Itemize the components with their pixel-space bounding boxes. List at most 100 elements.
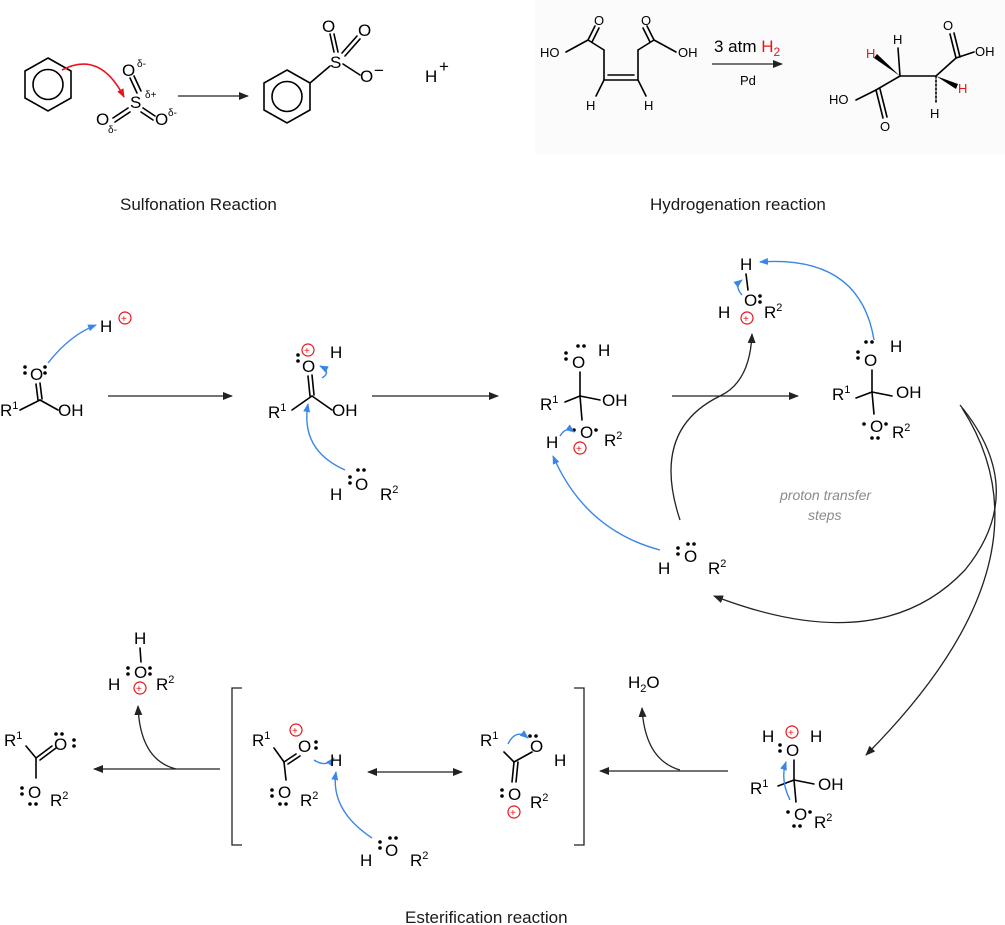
- blue-arrow-protonation: [47, 324, 97, 364]
- res2-plus: +: [510, 808, 516, 819]
- alcohol-r2-1: R2: [380, 484, 398, 504]
- resonance-form-1: + O R1 H O R2: [252, 723, 342, 810]
- res1-o-bottom: O: [278, 783, 291, 802]
- big-curve-arrow-1: [713, 404, 997, 624]
- succinic-h-bottom: H: [930, 106, 939, 121]
- benzene-ring-1: [24, 57, 72, 112]
- blue-arrow-bottom: [331, 771, 373, 839]
- alcohol-r2-3: R2: [410, 850, 428, 870]
- sulfur-atom: S: [130, 93, 141, 112]
- sulfonate-o-1: O: [322, 17, 335, 36]
- oxonium-bottom: H H O + R2: [108, 629, 174, 695]
- maleic-co-2: [646, 25, 655, 41]
- carboxylic-acid: O R1 OH H +: [0, 311, 132, 420]
- protonated-h: H: [330, 343, 342, 362]
- oxonium-bottom-r2: R2: [156, 674, 174, 694]
- aromatic-circle-1: [32, 68, 64, 101]
- succinic-bond-3: [935, 57, 957, 77]
- big-curve-arrow-2: [865, 407, 996, 756]
- tet2-o-bottom: O: [870, 417, 883, 436]
- resonance-form-2: R1 O H O + R2: [480, 730, 566, 819]
- delta-minus-right: δ-: [168, 108, 177, 119]
- water-loss-arc: [638, 707, 681, 771]
- sulfur-trioxide-o-left: O: [96, 110, 109, 129]
- res2-r2: R2: [530, 792, 548, 812]
- maleic-co-2b: [642, 27, 651, 43]
- oxonium-top: H H O + R2: [718, 255, 782, 325]
- sulfonate-o-minus: O: [360, 67, 373, 86]
- ester-o-alkoxy: O: [28, 783, 41, 802]
- oxonium-plus-1: +: [304, 346, 310, 357]
- proton-transfer-note-1: proton transfer: [779, 487, 872, 503]
- succinic-co-2b: [953, 32, 961, 58]
- tet1-r2: R2: [604, 430, 622, 450]
- succinic-bond-2: [875, 75, 901, 91]
- maleic-co-1: [587, 25, 596, 41]
- res1-plus: +: [292, 726, 298, 737]
- ester-product: R1 O O R2: [4, 730, 76, 810]
- water-label: H2O: [628, 673, 660, 695]
- tet3-plus: +: [788, 728, 794, 739]
- tet2-o-top: O: [864, 351, 877, 370]
- tet3-o-top: O: [786, 741, 799, 760]
- tet3-o-bottom: O: [794, 805, 807, 824]
- red-electron-arrow: [61, 63, 125, 98]
- oxonium-top-h: H: [740, 255, 752, 274]
- alcohol-o-2: O: [684, 547, 697, 566]
- blue-arrow-middle: [552, 455, 661, 551]
- tet2-r1: R1: [832, 384, 850, 404]
- succinic-wedge-1: [874, 54, 900, 76]
- delta-plus-s: δ+: [145, 90, 157, 101]
- so-bond-top: [129, 77, 138, 94]
- alcohol-bottom: H O R2: [360, 836, 428, 870]
- hydrogenation-pressure: 3 atm H2: [714, 37, 781, 59]
- tet2-oh: OH: [896, 383, 922, 402]
- oxonium-bottom-o: O: [134, 663, 147, 682]
- deprotonation-arc: [134, 705, 177, 770]
- alcohol-o-1: O: [355, 475, 368, 494]
- maleic-bond-3: [637, 39, 655, 51]
- tet3-oh: OH: [818, 775, 844, 794]
- succinic-h-red-2: H: [958, 81, 967, 96]
- sulfonation-scheme: O δ- S δ+ O δ- O δ- S O O O − H +: [24, 17, 449, 136]
- sulfonate-charge: −: [374, 61, 384, 80]
- acid-oh: OH: [58, 401, 84, 420]
- so-bond-right-2: [140, 111, 154, 121]
- succinic-oh: OH: [975, 44, 995, 59]
- esterification-caption: Esterification reaction: [405, 908, 568, 925]
- oxonium-top-h2: H: [718, 303, 730, 322]
- proton-plus: +: [439, 57, 449, 76]
- succinic-co: [875, 89, 884, 119]
- tet3-h-left: H: [762, 727, 774, 746]
- succinic-ch-top: [897, 47, 901, 77]
- so-bond-left: [112, 107, 129, 119]
- so-bond-left-2: [114, 111, 131, 123]
- so-bond-right: [142, 107, 156, 117]
- tet1-h-bottom: H: [546, 433, 558, 452]
- tet1-o-bottom: O: [580, 423, 593, 442]
- ester-o-carbonyl: O: [54, 735, 67, 754]
- res2-o-top: O: [530, 737, 543, 756]
- maleic-bond-1: [565, 39, 589, 53]
- maleic-ch-2: [637, 79, 647, 97]
- alcohol-middle: H O R2: [658, 542, 726, 578]
- acid-o-carbonyl: O: [30, 365, 43, 384]
- s-o-single: [342, 63, 361, 76]
- maleic-bond-2: [587, 39, 605, 51]
- maleic-ho: HO: [540, 45, 560, 60]
- delta-minus-left: δ-: [108, 125, 117, 136]
- ester-r2: R2: [50, 790, 68, 810]
- oxonium-top-plus: +: [743, 314, 749, 325]
- hydrogenation-scheme: HO O O OH H H 3 atm H2 Pd HO O H H: [540, 13, 995, 134]
- alcohol-o-3: O: [385, 841, 398, 860]
- protonated-r1: R1: [268, 402, 286, 422]
- succinic-ho: HO: [829, 92, 849, 107]
- oxonium-bottom-h-top: H: [134, 629, 146, 648]
- succinic-o-1: O: [880, 119, 890, 134]
- s-o-double-1: [329, 33, 335, 53]
- s-o-double-2: [341, 35, 358, 54]
- blue-arrow-top-right: [759, 257, 875, 341]
- res1-r1: R1: [252, 730, 270, 750]
- aromatic-circle-2: [271, 80, 303, 113]
